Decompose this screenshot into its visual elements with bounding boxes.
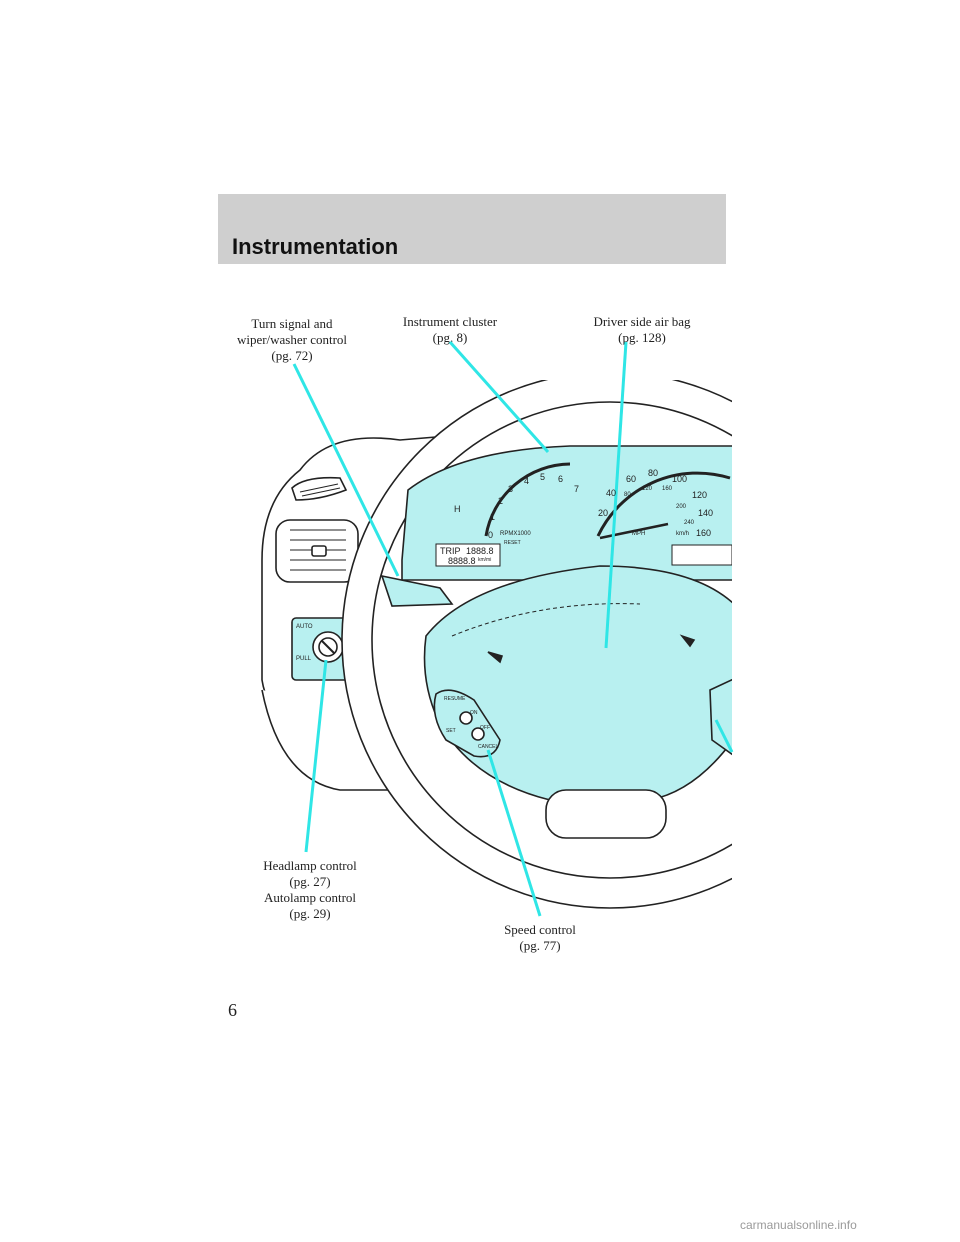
turn-signal-stalk (380, 574, 454, 607)
callout-line: Driver side air bag (593, 314, 691, 329)
callout-line: (pg. 128) (618, 330, 666, 345)
speed-control-button-set (459, 711, 473, 725)
callout-line: Speed control (504, 922, 576, 937)
upper-vent (291, 476, 348, 501)
headlamp-knob-grip (321, 640, 335, 654)
callout-line: (pg. 29) (289, 906, 331, 921)
horn-right (679, 634, 696, 648)
leader-speed-control (486, 749, 542, 917)
page-title: Instrumentation (232, 234, 399, 259)
callout-air-bag: Driver side air bag (pg. 128) (572, 314, 712, 346)
leader-turn-signal (292, 363, 400, 577)
leader-instrument-cluster (448, 341, 550, 453)
callout-line: Instrument cluster (402, 314, 498, 329)
air-bag-seam (451, 603, 641, 637)
leader-headlamp (304, 659, 328, 853)
callout-headlamp: Headlamp control (pg. 27) (240, 858, 380, 890)
callout-autolamp: Autolamp control (pg. 29) (240, 890, 380, 922)
callout-line: (pg. 8) (432, 330, 468, 345)
speedometer-needle (599, 522, 669, 540)
speedometer-arc (596, 471, 731, 537)
watermark: carmanualsonline.info (740, 1218, 857, 1232)
right-control-pad (709, 678, 732, 756)
leader-air-bag (604, 341, 628, 649)
callout-line: wiper/washer control (236, 332, 348, 347)
callout-line: Autolamp control (263, 890, 357, 905)
callout-line: (pg. 27) (289, 874, 331, 889)
fuel-display (671, 544, 732, 566)
callout-turn-signal: Turn signal and wiper/washer control (pg… (222, 316, 362, 364)
callout-line: (pg. 77) (519, 938, 561, 953)
horn-left (487, 651, 504, 664)
lower-spoke (545, 789, 667, 839)
leader-right-pad (714, 719, 734, 753)
callout-speed-control: Speed control (pg. 77) (470, 922, 610, 954)
header-band (218, 194, 726, 264)
trip-display (435, 543, 501, 567)
upper-vent-slats (299, 483, 341, 497)
tachometer-arc (484, 462, 571, 537)
speed-control-button-resume (471, 727, 485, 741)
callout-instrument-cluster: Instrument cluster (pg. 8) (380, 314, 520, 346)
callout-line: Headlamp control (263, 858, 357, 873)
vent-knob (311, 545, 327, 557)
callout-line: (pg. 72) (271, 348, 313, 363)
page-number: 6 (228, 1000, 237, 1020)
callout-line: Turn signal and (251, 316, 333, 331)
